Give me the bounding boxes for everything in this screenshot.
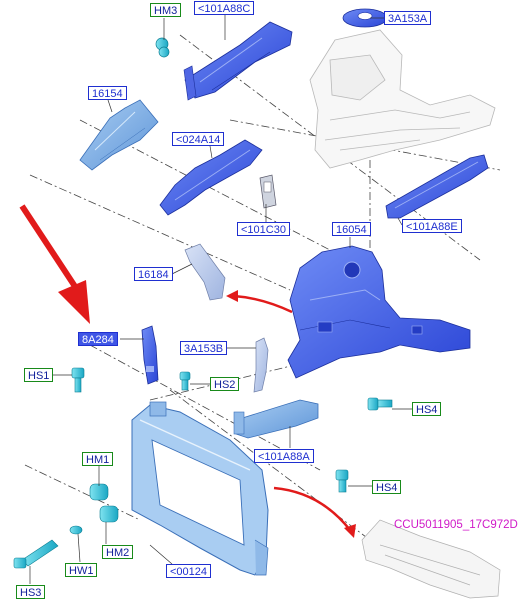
label-024a14: <024A14 — [172, 132, 225, 146]
part-16154 — [79, 99, 159, 171]
reference-code: CCU5011905_17C972D — [394, 519, 518, 531]
label-hm1: HM1 — [82, 452, 114, 466]
fastener-hw1 — [69, 525, 83, 535]
label-hs4-upper: HS4 — [412, 402, 442, 416]
fastener-hs4-upper — [367, 397, 393, 411]
fastener-hs2 — [179, 371, 191, 391]
part-3a153b — [253, 337, 269, 393]
leader-lines — [29, 15, 412, 584]
label-3a153b: 3A153B — [180, 341, 228, 355]
part-101a88a — [233, 399, 319, 439]
fastener-hs4-lower — [335, 469, 349, 493]
part-3a153a — [342, 8, 388, 28]
label-00124: <00124 — [166, 564, 212, 578]
reference-wheelhouse-outline — [309, 29, 496, 169]
part-16054 — [287, 245, 471, 379]
curved-red-arrow-upper — [226, 290, 293, 314]
label-hs1: HS1 — [24, 368, 54, 382]
label-16054: 16054 — [332, 222, 371, 236]
label-101a88e: <101A88E — [402, 219, 462, 233]
label-16154: 16154 — [88, 86, 127, 100]
label-hw1: HW1 — [65, 563, 98, 577]
big-red-arrow — [19, 204, 90, 324]
part-8a284 — [141, 325, 159, 385]
label-hm2: HM2 — [102, 545, 134, 559]
label-hm3: HM3 — [150, 3, 182, 17]
reference-lock-panel-outline — [361, 519, 501, 599]
label-8a284: 8A284 — [78, 332, 118, 346]
label-hs3: HS3 — [16, 585, 46, 599]
fastener-hs1 — [71, 367, 85, 393]
label-101a88c: <101A88C — [194, 1, 255, 15]
part-101a88e — [385, 154, 489, 219]
curved-red-arrow-lower — [273, 486, 356, 538]
part-024a14 — [159, 139, 263, 216]
label-hs2: HS2 — [210, 377, 240, 391]
part-00124 — [131, 401, 269, 576]
label-hs4-lower: HS4 — [372, 480, 402, 494]
fastener-hm3 — [155, 37, 170, 58]
part-101c30 — [259, 174, 277, 209]
part-101a88c — [183, 21, 293, 101]
label-101c30: <101C30 — [237, 222, 290, 236]
label-16184: 16184 — [134, 267, 173, 281]
label-3a153a: 3A153A — [384, 11, 432, 25]
fastener-hm1 — [89, 483, 119, 523]
label-101a88a: <101A88A — [254, 449, 314, 463]
fastener-hs3 — [13, 539, 59, 569]
part-16184 — [184, 243, 226, 301]
